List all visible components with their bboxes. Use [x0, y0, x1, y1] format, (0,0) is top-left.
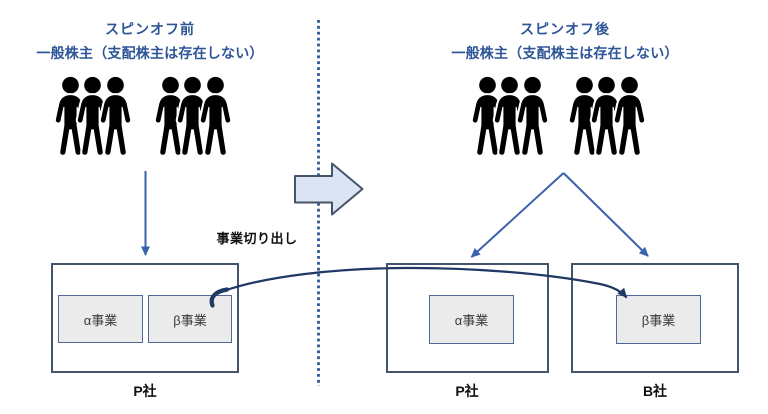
before-business-box-alpha: α事業 — [58, 295, 143, 343]
after-business-alpha-label: α事業 — [454, 313, 489, 328]
after-business-box-alpha: α事業 — [429, 295, 514, 344]
before-business-alpha-label: α事業 — [83, 312, 118, 328]
person-icon — [514, 76, 551, 156]
after-company-label-b: B社 — [642, 383, 668, 399]
after-header: スピンオフ後 一般株主（支配株主は存在しない） — [440, 17, 690, 65]
after-business-beta-label: β事業 — [641, 313, 676, 328]
before-title: スピンオフ前 — [105, 21, 195, 37]
before-shareholders-group-1 — [52, 76, 134, 156]
after-shareholders-group-1 — [469, 76, 551, 156]
before-company-label-p: P社 — [133, 383, 157, 399]
person-icon — [197, 76, 234, 156]
after-shareholders-group-2 — [566, 76, 648, 156]
before-shareholders-group-2 — [152, 76, 234, 156]
before-business-beta-label: β事業 — [173, 312, 207, 328]
after-company-box-b: β事業 — [571, 263, 739, 373]
carveout-label: 事業切り出し — [216, 231, 298, 246]
after-ownership-arrow-b — [562, 172, 649, 257]
before-header: スピンオフ前 一般株主（支配株主は存在しない） — [15, 17, 285, 65]
after-title: スピンオフ後 — [520, 21, 610, 37]
after-company-label-p: P社 — [455, 383, 479, 399]
after-subtitle: 一般株主（支配株主は存在しない） — [451, 45, 679, 61]
block-arrow-right-icon — [294, 162, 364, 216]
person-icon — [611, 76, 648, 156]
after-business-box-beta: β事業 — [616, 295, 701, 344]
after-company-box-p: α事業 — [386, 263, 549, 373]
after-ownership-arrow-p — [470, 172, 565, 258]
before-subtitle: 一般株主（支配株主は存在しない） — [36, 45, 264, 61]
before-company-box-p: α事業 β事業 — [51, 263, 239, 373]
person-icon — [97, 76, 134, 156]
before-business-box-beta: β事業 — [148, 295, 232, 343]
